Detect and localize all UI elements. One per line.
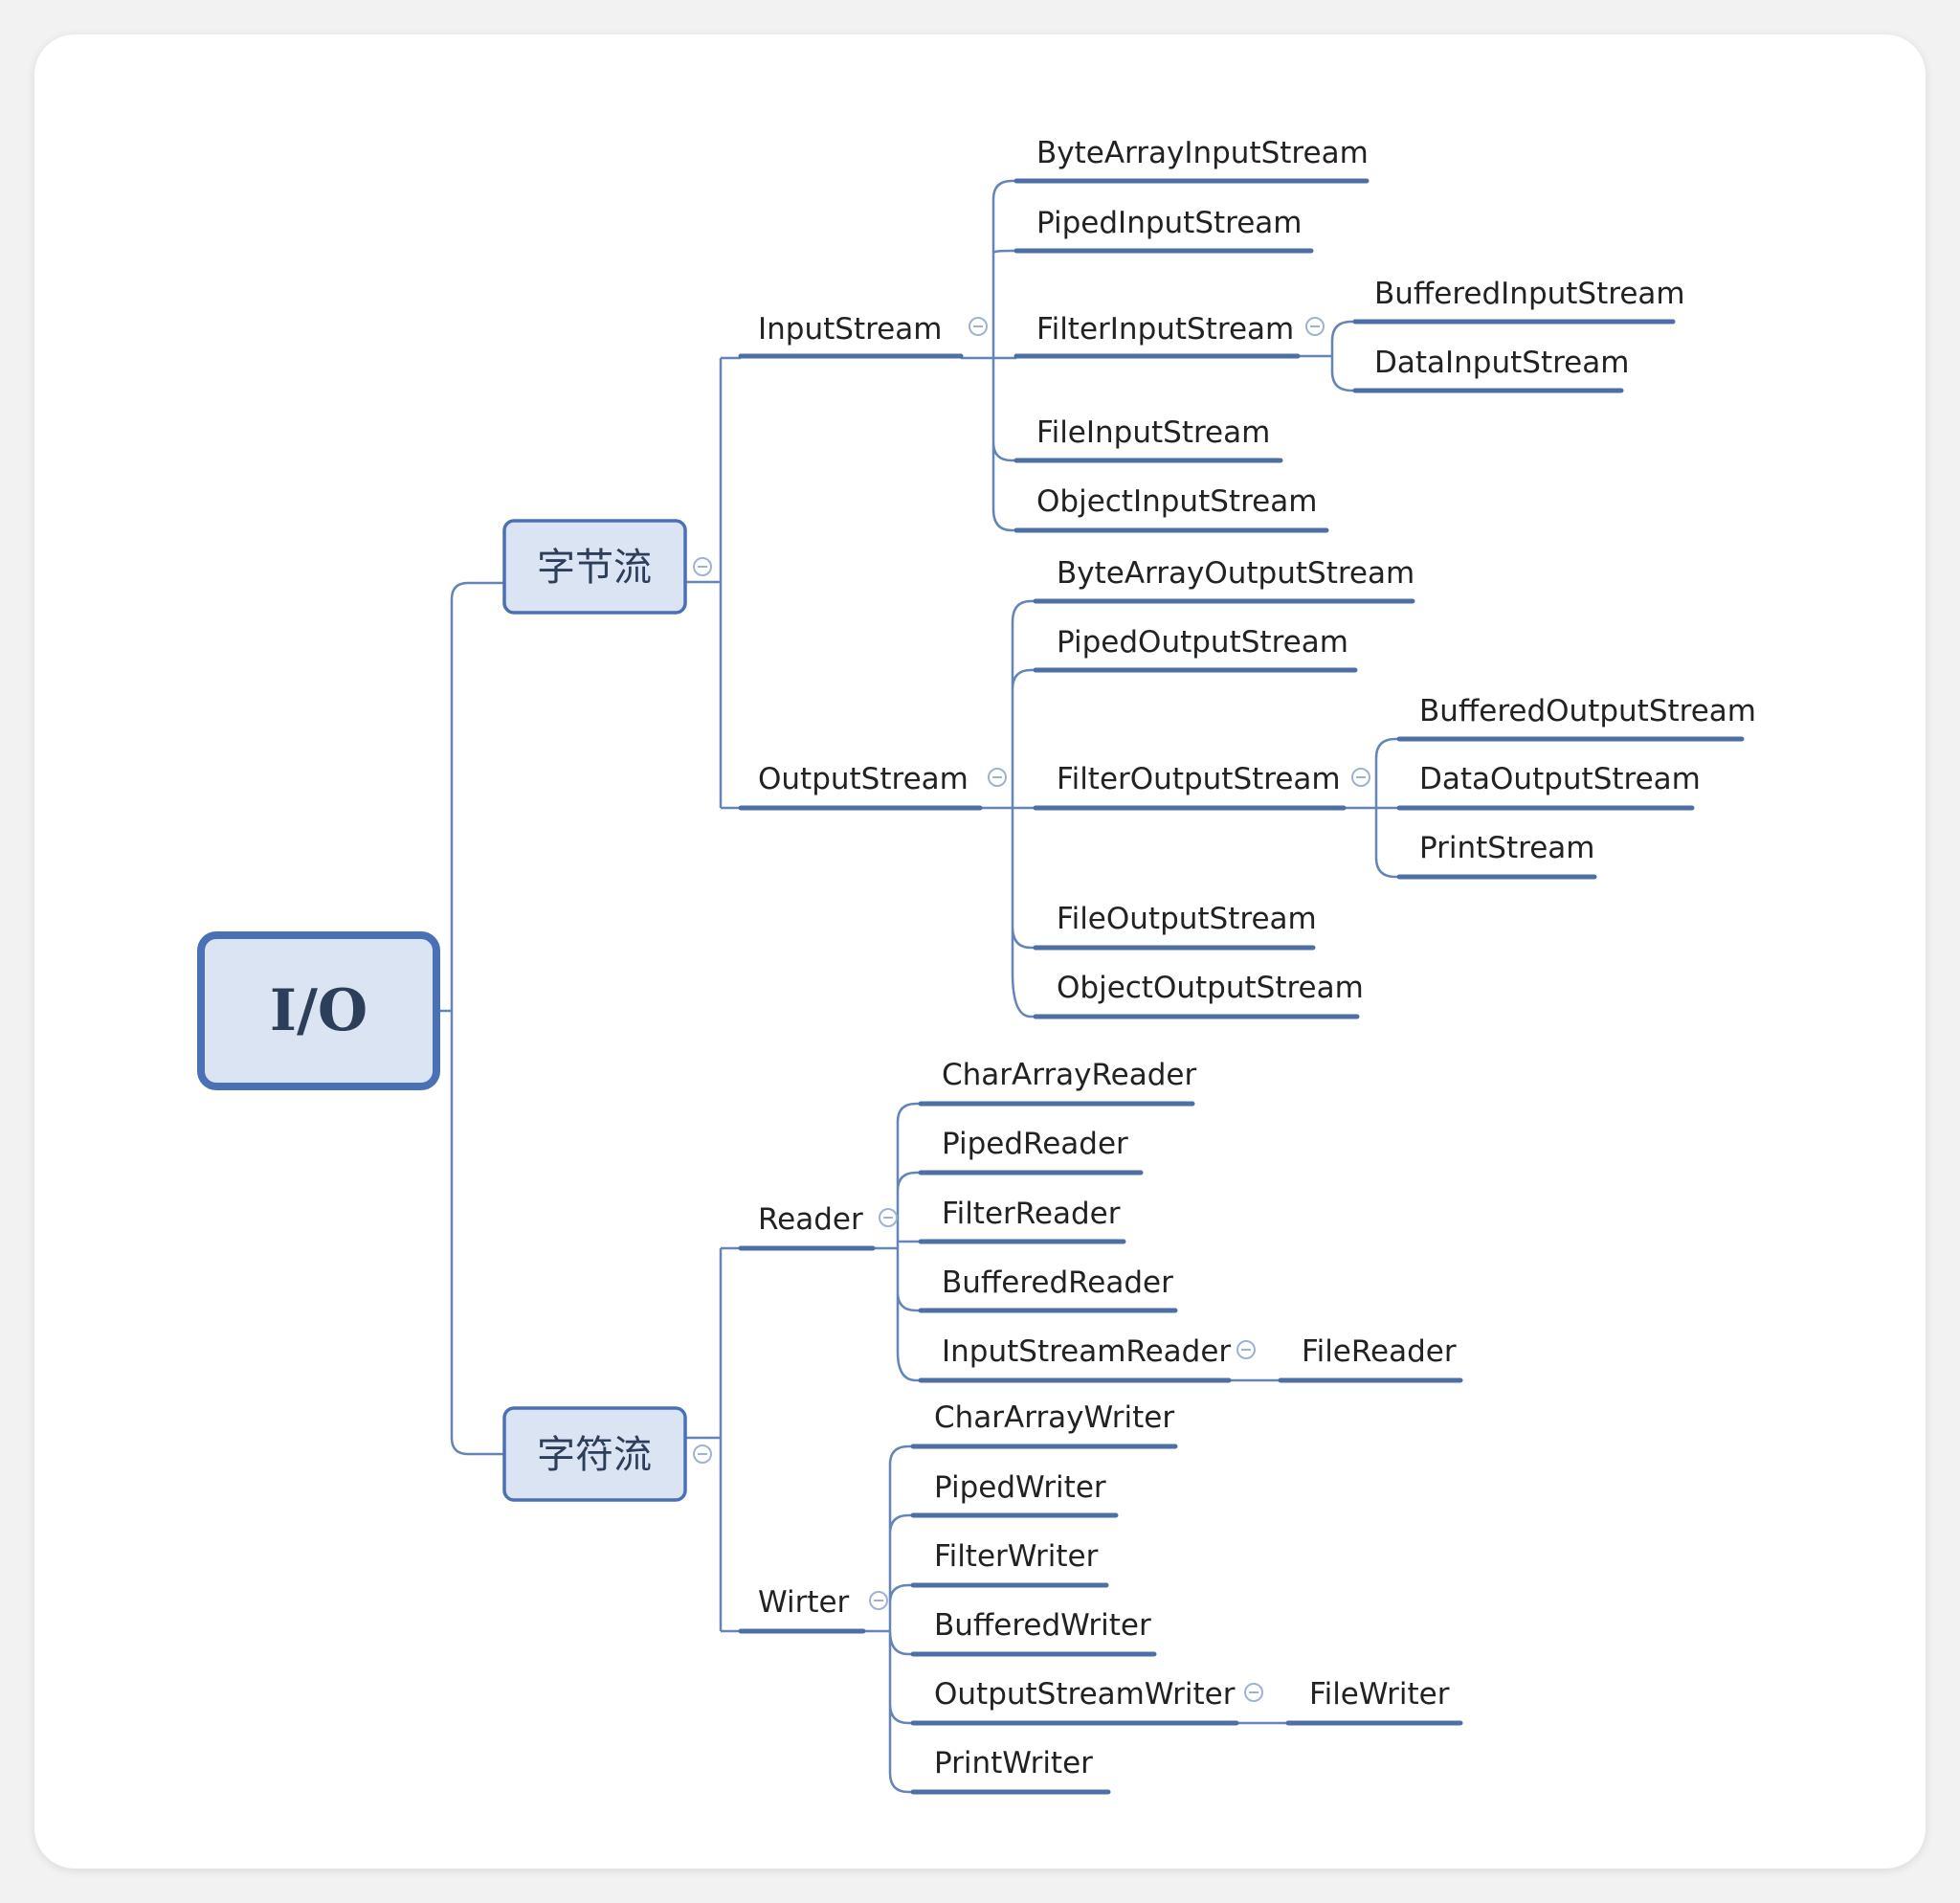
collapse-icon[interactable] [1305, 317, 1325, 336]
node-byte-stream-label: 字节流 [537, 546, 652, 590]
connector [436, 581, 504, 1456]
node-byte-stream[interactable]: 字节流 [502, 519, 687, 615]
node-root-io[interactable]: I/O [197, 931, 440, 1090]
node-writer[interactable]: Wirter [758, 1585, 850, 1620]
node-bytearray-output-stream[interactable]: ByteArrayOutputStream [1057, 556, 1414, 591]
node-data-output-stream[interactable]: DataOutputStream [1419, 762, 1701, 796]
node-piped-writer[interactable]: PipedWriter [934, 1470, 1106, 1505]
node-filter-output-stream[interactable]: FilterOutputStream [1057, 762, 1341, 796]
node-bytearray-input-stream[interactable]: ByteArrayInputStream [1036, 136, 1369, 170]
node-input-stream[interactable]: InputStream [758, 312, 942, 347]
collapse-icon[interactable] [869, 1591, 888, 1610]
node-piped-input-stream[interactable]: PipedInputStream [1036, 206, 1303, 240]
node-char-stream[interactable]: 字符流 [502, 1406, 687, 1502]
node-file-output-stream[interactable]: FileOutputStream [1057, 902, 1317, 936]
collapse-icon[interactable] [1236, 1340, 1256, 1359]
node-print-writer[interactable]: PrintWriter [934, 1746, 1093, 1780]
collapse-icon[interactable] [693, 557, 712, 576]
node-print-stream[interactable]: PrintStream [1419, 831, 1594, 865]
collapse-icon[interactable] [693, 1444, 712, 1464]
node-buffered-input-stream[interactable]: BufferedInputStream [1374, 277, 1685, 311]
io-mindmap: InputStream ByteArrayInputStream PipedIn… [197, 136, 1756, 1795]
mindmap-card: InputStream ByteArrayInputStream PipedIn… [34, 34, 1926, 1869]
node-piped-reader[interactable]: PipedReader [942, 1127, 1128, 1161]
node-object-input-stream[interactable]: ObjectInputStream [1036, 484, 1317, 519]
node-reader[interactable]: Reader [758, 1202, 863, 1237]
node-file-input-stream[interactable]: FileInputStream [1036, 415, 1270, 450]
node-outputstream-writer[interactable]: OutputStreamWriter [934, 1677, 1236, 1712]
node-inputstream-reader[interactable]: InputStreamReader [942, 1334, 1231, 1369]
node-buffered-writer[interactable]: BufferedWriter [934, 1608, 1151, 1643]
node-filter-input-stream[interactable]: FilterInputStream [1036, 312, 1294, 347]
collapse-icon[interactable] [879, 1208, 898, 1227]
connector [961, 179, 1016, 532]
node-chararray-writer[interactable]: CharArrayWriter [934, 1400, 1174, 1435]
node-data-input-stream[interactable]: DataInputStream [1374, 346, 1629, 380]
node-char-stream-label: 字符流 [537, 1433, 652, 1477]
node-root-label: I/O [270, 977, 368, 1044]
collapse-icon[interactable] [1351, 768, 1370, 787]
node-filter-writer[interactable]: FilterWriter [934, 1539, 1099, 1574]
node-file-writer[interactable]: FileWriter [1309, 1677, 1450, 1712]
node-filter-reader[interactable]: FilterReader [942, 1197, 1121, 1231]
node-chararray-reader[interactable]: CharArrayReader [942, 1058, 1196, 1092]
node-piped-output-stream[interactable]: PipedOutputStream [1057, 625, 1348, 660]
connector [1298, 320, 1355, 392]
node-object-output-stream[interactable]: ObjectOutputStream [1057, 971, 1364, 1005]
node-output-stream[interactable]: OutputStream [758, 762, 969, 796]
node-file-reader[interactable]: FileReader [1302, 1334, 1457, 1369]
connector [1344, 737, 1399, 879]
connector [863, 1444, 913, 1794]
connector [685, 356, 741, 810]
collapse-icon[interactable] [988, 768, 1007, 787]
connector [980, 599, 1036, 1019]
connector [873, 1102, 921, 1382]
collapse-icon[interactable] [969, 317, 988, 336]
node-buffered-output-stream[interactable]: BufferedOutputStream [1419, 694, 1756, 728]
connector [685, 1246, 741, 1633]
collapse-icon[interactable] [1244, 1683, 1263, 1702]
node-buffered-reader[interactable]: BufferedReader [942, 1265, 1173, 1300]
